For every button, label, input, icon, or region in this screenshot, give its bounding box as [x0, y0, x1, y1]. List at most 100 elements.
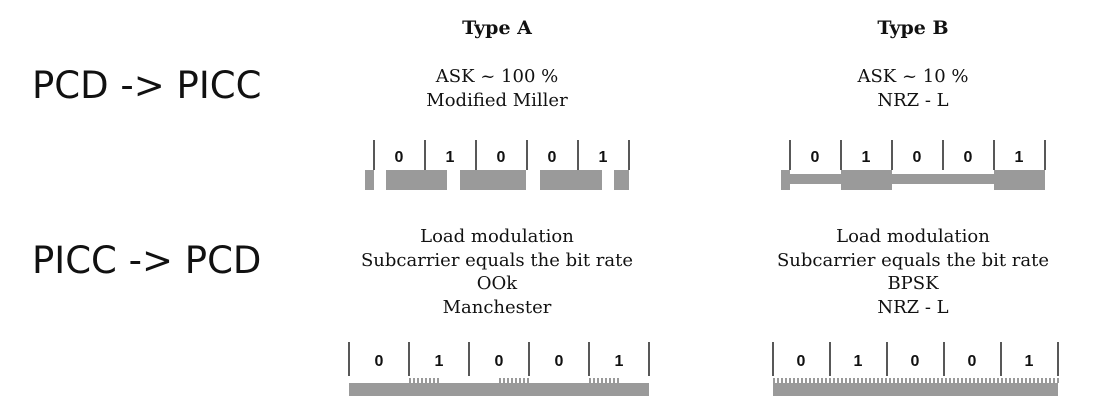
- subcarrier-tick: [857, 378, 859, 383]
- subcarrier-tick: [1001, 378, 1003, 383]
- subcarrier-tick: [601, 378, 603, 383]
- subcarrier-tick: [925, 378, 927, 383]
- subcarrier-tick: [797, 378, 799, 383]
- subcarrier-tick: [417, 378, 419, 383]
- subcarrier-ticks: [773, 378, 1059, 383]
- subcarrier-tick: [429, 378, 431, 383]
- type-b-pcd-to-picc-waveform: 0 1 0 0 1: [781, 140, 1046, 190]
- type-a-picc-to-pcd-description: Load modulation Subcarrier equals the bi…: [332, 225, 662, 319]
- subcarrier-tick: [515, 378, 517, 383]
- bit-label: 1: [615, 353, 624, 370]
- subcarrier-tick: [507, 378, 509, 383]
- type-a-load-modulation: Load modulation: [420, 226, 574, 247]
- subcarrier-tick: [1009, 378, 1011, 383]
- bit-label: 0: [911, 353, 920, 370]
- bit-label: 0: [968, 353, 977, 370]
- subcarrier-tick: [801, 378, 803, 383]
- subcarrier-tick: [781, 378, 783, 383]
- subcarrier-tick: [1021, 378, 1023, 383]
- subcarrier-signal: [349, 383, 649, 396]
- type-a-keying: OOk: [476, 273, 518, 294]
- bit-dividers: [789, 140, 1046, 170]
- subcarrier-tick: [1049, 378, 1051, 383]
- subcarrier-tick: [933, 378, 935, 383]
- subcarrier-tick: [609, 378, 611, 383]
- type-a-pcd-to-picc-description: ASK ~ 100 % Modified Miller: [332, 65, 662, 112]
- subcarrier-tick: [965, 378, 967, 383]
- type-b-pcd-to-picc-description: ASK ~ 10 % NRZ - L: [748, 65, 1078, 112]
- subcarrier-tick: [421, 378, 423, 383]
- row-label-pcd-to-picc: PCD -> PICC: [32, 64, 262, 107]
- subcarrier-tick: [945, 378, 947, 383]
- subcarrier-tick: [969, 378, 971, 383]
- bit-label: 1: [854, 353, 863, 370]
- subcarrier-tick: [881, 378, 883, 383]
- subcarrier-tick: [897, 378, 899, 383]
- bit-label: 1: [446, 149, 455, 166]
- subcarrier-tick: [773, 378, 775, 383]
- subcarrier-tick: [913, 378, 915, 383]
- subcarrier-tick: [845, 378, 847, 383]
- subcarrier-tick: [1037, 378, 1039, 383]
- bit-label: 0: [548, 149, 557, 166]
- subcarrier-tick: [813, 378, 815, 383]
- subcarrier-tick: [437, 378, 439, 383]
- type-b-subcarrier: Subcarrier equals the bit rate: [776, 249, 1050, 271]
- subcarrier-tick: [1045, 378, 1047, 383]
- type-a-pcd-to-picc-waveform: 0 1 0 0 1: [365, 140, 630, 190]
- subcarrier-tick: [893, 378, 895, 383]
- subcarrier-ticks: [409, 378, 619, 383]
- subcarrier-tick: [865, 378, 867, 383]
- subcarrier-tick: [949, 378, 951, 383]
- subcarrier-tick: [973, 378, 975, 383]
- subcarrier-tick: [841, 378, 843, 383]
- subcarrier-tick: [885, 378, 887, 383]
- subcarrier-tick: [409, 378, 411, 383]
- subcarrier-tick: [837, 378, 839, 383]
- subcarrier-tick: [1005, 378, 1007, 383]
- subcarrier-tick: [909, 378, 911, 383]
- subcarrier-signal: [773, 383, 1058, 396]
- subcarrier-tick: [921, 378, 923, 383]
- subcarrier-tick: [589, 378, 591, 383]
- subcarrier-tick: [789, 378, 791, 383]
- subcarrier-tick: [829, 378, 831, 383]
- type-a-modulation: ASK ~ 100 %: [435, 66, 559, 87]
- bit-label: 0: [811, 149, 820, 166]
- subcarrier-tick: [1017, 378, 1019, 383]
- subcarrier-tick: [817, 378, 819, 383]
- subcarrier-tick: [861, 378, 863, 383]
- bit-label: 0: [495, 353, 504, 370]
- subcarrier-tick: [997, 378, 999, 383]
- row-label-picc-to-pcd: PICC -> PCD: [32, 239, 262, 282]
- type-b-modulation: ASK ~ 10 %: [857, 66, 969, 87]
- subcarrier-tick: [873, 378, 875, 383]
- subcarrier-tick: [877, 378, 879, 383]
- subcarrier-tick: [869, 378, 871, 383]
- bit-label: 1: [599, 149, 608, 166]
- type-b-picc-to-pcd-waveform: 0 1 0 0 1: [772, 342, 1059, 396]
- subcarrier-tick: [937, 378, 939, 383]
- subcarrier-tick: [961, 378, 963, 383]
- bit-dividers: [348, 342, 650, 376]
- type-b-encoding: NRZ - L: [877, 296, 949, 318]
- subcarrier-tick: [613, 378, 615, 383]
- subcarrier-tick: [941, 378, 943, 383]
- subcarrier-tick: [901, 378, 903, 383]
- subcarrier-tick: [433, 378, 435, 383]
- type-b-keying: BPSK: [887, 273, 939, 294]
- bit-label: 0: [375, 353, 384, 370]
- subcarrier-tick: [785, 378, 787, 383]
- subcarrier-tick: [889, 378, 891, 383]
- subcarrier-tick: [809, 378, 811, 383]
- type-b-picc-to-pcd-description: Load modulation Subcarrier equals the bi…: [748, 225, 1078, 319]
- subcarrier-tick: [917, 378, 919, 383]
- subcarrier-tick: [617, 378, 619, 383]
- bit-dividers: [373, 140, 630, 170]
- subcarrier-tick: [519, 378, 521, 383]
- subcarrier-tick: [1053, 378, 1055, 383]
- type-b-heading: Type B: [877, 17, 949, 39]
- subcarrier-tick: [989, 378, 991, 383]
- subcarrier-tick: [853, 378, 855, 383]
- subcarrier-tick: [793, 378, 795, 383]
